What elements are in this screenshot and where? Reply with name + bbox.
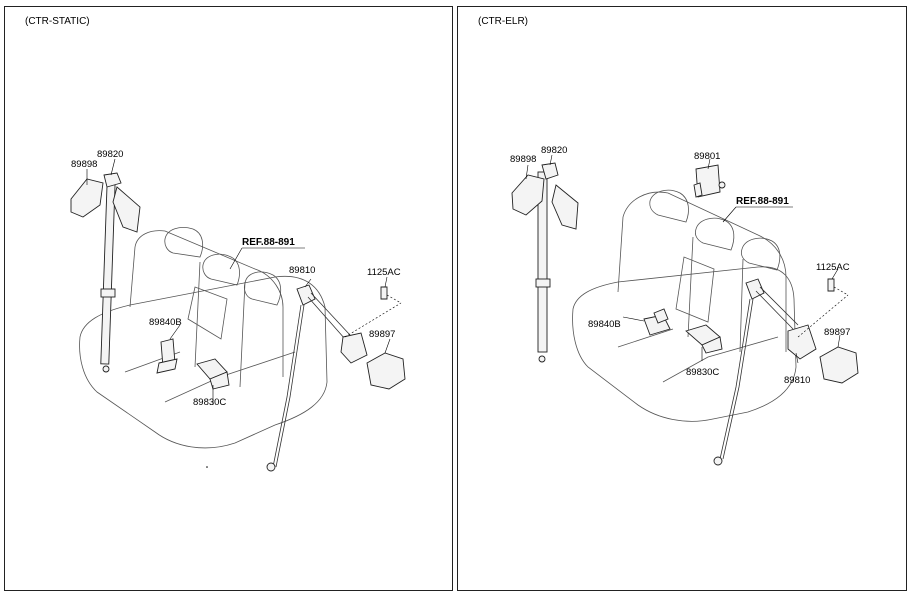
- cover-89897: [819, 346, 859, 384]
- label-89840b: 89840B: [588, 319, 621, 330]
- label-1125ac: 1125AC: [816, 262, 850, 273]
- belt-anchor-89810: [745, 278, 765, 300]
- label-89820: 89820: [541, 145, 567, 156]
- label-89830c: 89830C: [686, 367, 719, 378]
- belt-strap-left: [537, 171, 548, 353]
- belt-strap-right: [272, 304, 305, 468]
- headrest-right: [244, 271, 282, 306]
- label-89820: 89820: [97, 149, 123, 160]
- label-ref: REF.88-891: [242, 237, 295, 248]
- cover-89897: [366, 352, 406, 390]
- label-89898: 89898: [510, 154, 536, 165]
- panel-title: (CTR-ELR): [478, 16, 528, 27]
- label-89810: 89810: [289, 265, 315, 276]
- label-89898: 89898: [71, 159, 97, 170]
- panel-ctr-elr: (CTR-ELR): [457, 6, 907, 591]
- label-89801: 89801: [694, 151, 720, 162]
- headrest-center: [695, 217, 735, 251]
- label-89897: 89897: [824, 327, 850, 338]
- belt-strap-right: [719, 298, 754, 460]
- panel-ctr-static: (CTR-STATIC): [4, 6, 453, 591]
- seat-cushion: [572, 266, 797, 422]
- belt-guide-89898: [511, 174, 545, 216]
- headrest-left: [649, 189, 689, 223]
- seat-belt-diagram-static: 89898 89820 REF.88-891 89810 1125AC 8984…: [70, 149, 406, 472]
- headrest-center: [202, 253, 240, 286]
- label-1125ac: 1125AC: [367, 267, 401, 278]
- label-89830c: 89830C: [193, 397, 226, 408]
- label-89810: 89810: [784, 375, 810, 386]
- label-89897: 89897: [369, 329, 395, 340]
- label-89840b: 89840B: [149, 317, 182, 328]
- seat-back: [617, 191, 787, 353]
- seat-belt-diagram-elr: 89898 89820 89801 REF.88-891 1125AC 8984…: [510, 145, 859, 466]
- belt-strap-left: [100, 178, 116, 365]
- seat-back: [129, 230, 284, 388]
- bolt-1125ac: [380, 286, 388, 300]
- bolt-1125ac: [827, 278, 835, 292]
- headrest-left: [164, 227, 204, 258]
- seat-cushion: [79, 275, 328, 449]
- headrest-right: [741, 237, 781, 271]
- label-ref: REF.88-891: [736, 196, 789, 207]
- panel-title: (CTR-STATIC): [25, 16, 90, 27]
